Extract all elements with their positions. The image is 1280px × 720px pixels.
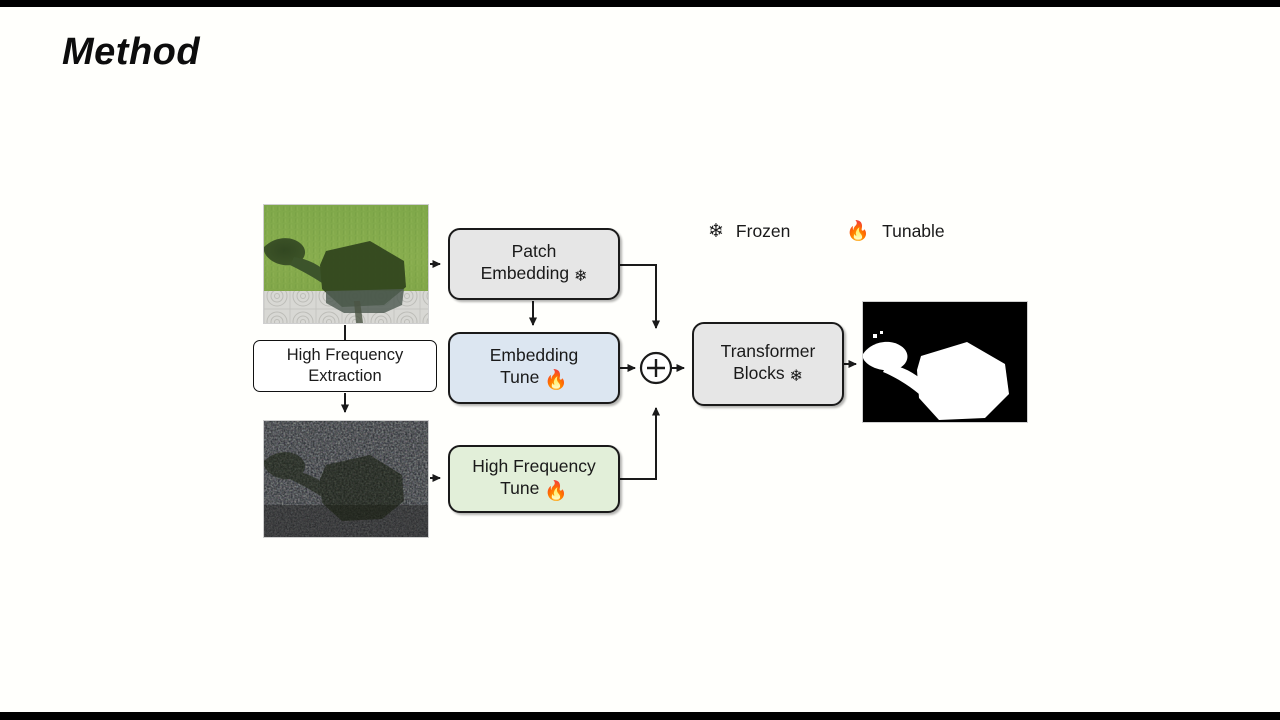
fire-icon: 🔥: [544, 480, 568, 502]
legend-item-frozen: ❄ Frozen: [708, 220, 790, 243]
legend-item-tunable: 🔥 Tunable: [846, 219, 944, 243]
sum-operator-circle: [639, 351, 673, 385]
legend-tunable-label: Tunable: [882, 220, 945, 241]
snowflake-icon: ❄: [574, 268, 588, 286]
snowflake-icon: ❄: [708, 220, 724, 242]
input-image: [263, 204, 429, 324]
node-embedding-tune-line1: Embedding: [489, 344, 579, 365]
snowflake-icon: ❄: [789, 368, 803, 386]
node-patch-embedding-line2: Embedding: [480, 263, 570, 284]
bottom-letterbox-bar: [0, 712, 1280, 720]
legend-frozen-label: Frozen: [735, 220, 791, 241]
page-title: Method: [62, 31, 201, 73]
node-patch-embedding-line1: Patch: [511, 241, 557, 262]
node-embedding-tune[interactable]: Embedding Tune 🔥: [448, 332, 620, 404]
node-high-frequency-tune[interactable]: High Frequency Tune 🔥: [448, 445, 620, 513]
node-patch-embedding[interactable]: Patch Embedding ❄: [448, 228, 620, 300]
output-segmentation-mask: [862, 301, 1028, 423]
node-high-frequency-tune-line1: High Frequency: [472, 455, 596, 476]
node-transformer-blocks-line1: Transformer: [720, 341, 816, 362]
top-letterbox-bar: [0, 0, 1280, 7]
node-high-frequency-extraction-line1: High Frequency: [286, 346, 404, 365]
node-high-frequency-extraction-line2: Extraction: [308, 367, 382, 385]
node-transformer-blocks[interactable]: Transformer Blocks ❄: [692, 322, 844, 406]
node-transformer-blocks-line2: Blocks: [733, 363, 785, 384]
connector-layer: [340, 259, 858, 483]
slide-canvas: Method: [0, 7, 1280, 712]
high-frequency-image: [263, 420, 429, 538]
fire-icon: 🔥: [846, 221, 871, 242]
legend: ❄ Frozen 🔥 Tunable: [708, 219, 945, 243]
node-embedding-tune-line2: Tune: [500, 366, 540, 387]
node-high-frequency-tune-line2: Tune: [500, 477, 540, 498]
fire-icon: 🔥: [544, 369, 568, 391]
node-high-frequency-extraction[interactable]: High Frequency Extraction: [253, 340, 437, 392]
